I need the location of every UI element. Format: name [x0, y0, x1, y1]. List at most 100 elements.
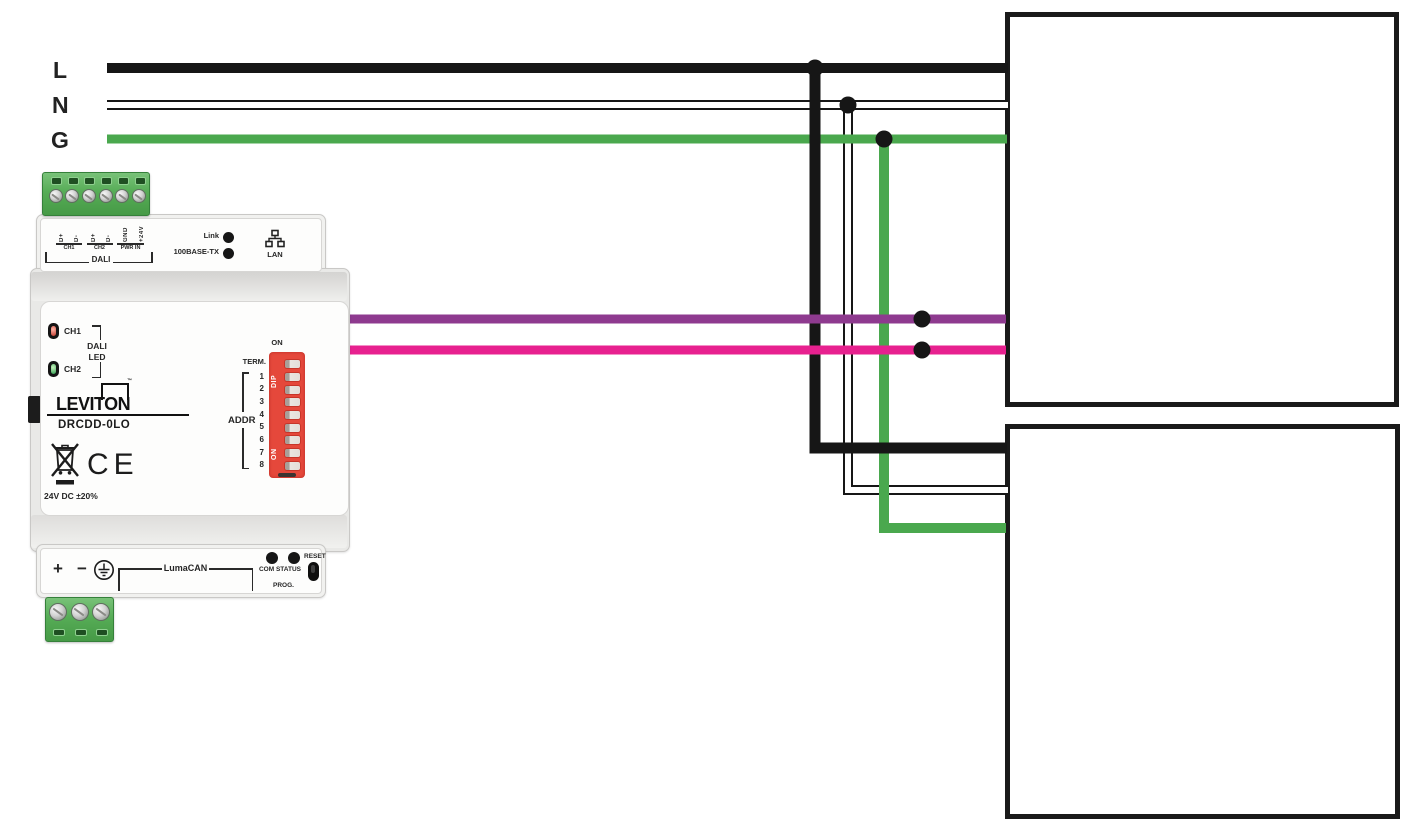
line-branch	[809, 64, 1007, 454]
terminal-screw	[98, 189, 113, 203]
label-ground: G	[51, 127, 69, 153]
addr-bracket	[242, 428, 244, 469]
device-top-groove	[31, 272, 347, 301]
terminal-screw	[132, 189, 146, 203]
addr-bracket-tick-top	[242, 372, 249, 374]
addr-bracket	[242, 372, 244, 412]
lumacan-bus-label: LumaCAN	[163, 563, 208, 573]
logo-trademark: ™	[127, 378, 132, 384]
dip-paddle-term	[285, 360, 300, 368]
dip-number-3: 3	[259, 396, 264, 406]
lumacan-bracket-right	[251, 568, 253, 591]
ch2-led-label: CH2	[64, 364, 82, 374]
terminal-slot	[101, 177, 113, 185]
logo-divider	[47, 414, 189, 416]
led-caption-line2: LED	[88, 352, 106, 362]
reset-prog-switch	[308, 562, 319, 581]
link-led	[223, 231, 234, 243]
dip-addr-label: ADDR	[228, 415, 256, 426]
dip-paddle-8	[285, 461, 300, 470]
dip-paddle-5	[285, 423, 300, 432]
terminal-screw	[49, 603, 67, 621]
bottom-terminal-block	[45, 597, 114, 642]
ch1-led	[48, 323, 59, 339]
led-bracket	[99, 325, 101, 340]
link-led-label: Link	[203, 231, 219, 240]
dip-number-6: 6	[259, 434, 264, 444]
label-line: L	[53, 57, 68, 83]
com-led	[266, 552, 278, 564]
junction-dot-ground	[875, 130, 893, 148]
pin-label: D-	[106, 234, 112, 242]
device-bottom-groove	[31, 515, 347, 548]
led-bracket-tick-top	[92, 325, 101, 327]
lan-port-label: LAN	[267, 250, 283, 259]
neutral-branch	[845, 103, 1008, 493]
device-face: CH1 CH2 DALI LED ™ LEVITON DRCDD-0LO	[40, 301, 349, 516]
pin-label: +24V	[139, 225, 145, 242]
dip-side-label-top: DIP	[271, 374, 278, 388]
dali-bus-label: DALI	[91, 255, 111, 264]
model-number: DRCDD-0LO	[58, 419, 131, 431]
group-label-ch1: CH1	[63, 245, 75, 251]
dali-bracket-line	[113, 261, 153, 263]
speed-led-label: 100BASE-TX	[173, 247, 219, 256]
bottom-label-panel: + − LumaCAN COM STATUS RESET PROG.	[40, 548, 326, 594]
fixture-box-2	[1005, 424, 1400, 819]
terminal-screw	[48, 189, 63, 203]
ground-branch	[879, 139, 1006, 533]
pin-label: D-	[74, 234, 80, 242]
junction-dot-neutral	[839, 96, 857, 114]
logo-box	[101, 383, 129, 400]
plus-terminal-label: +	[53, 559, 63, 578]
terminal-slot	[117, 177, 129, 185]
terminal-screw	[92, 603, 110, 621]
terminal-slot	[96, 629, 108, 636]
group-label-pwr-in: PWR IN	[120, 245, 141, 251]
ch2-led	[48, 361, 59, 377]
group-overline-ch2	[86, 243, 113, 245]
terminal-slot	[134, 177, 146, 185]
terminal-screw	[81, 189, 96, 203]
dip-block-notch	[278, 472, 296, 477]
group-overline-ch1	[56, 243, 82, 245]
dip-term-label: TERM.	[242, 357, 266, 366]
lumacan-bracket-left	[118, 568, 120, 591]
led-bracket	[99, 362, 101, 378]
speed-led	[223, 247, 234, 259]
minus-terminal-label: −	[77, 559, 87, 578]
dip-switch-block: DIP ON	[269, 352, 305, 478]
terminal-screw	[70, 603, 89, 621]
dip-number-4: 4	[259, 409, 264, 419]
dip-on-label: ON	[271, 338, 283, 347]
top-label-panel: D+ D- D+ D- GND +24V CH1 CH2 PWR IN DALI…	[40, 218, 322, 272]
terminal-slot	[51, 177, 62, 185]
dip-paddle-4	[285, 411, 300, 419]
ch1-led-label: CH1	[64, 326, 82, 336]
voltage-rating: 24V DC ±20%	[44, 491, 98, 501]
din-clip-left	[28, 396, 41, 423]
dip-paddle-6	[285, 436, 300, 445]
terminal-slot	[74, 629, 87, 636]
junction-dot-dali-ch1	[913, 310, 931, 328]
dip-number-2: 2	[259, 384, 264, 394]
dip-number-8: 8	[259, 460, 264, 470]
terminal-screw	[65, 189, 80, 203]
dali-bracket-right	[151, 252, 153, 263]
group-label-ch2: CH2	[93, 245, 105, 251]
terminal-screw	[115, 189, 130, 203]
terminal-slot	[67, 177, 79, 185]
pin-label: GND	[123, 227, 129, 242]
dip-side-label-bottom: ON	[271, 448, 278, 461]
lan-port-icon	[265, 229, 285, 254]
earth-icon	[93, 559, 115, 586]
com-status-label: COM STATUS	[258, 565, 301, 573]
terminal-slot	[84, 177, 96, 185]
label-neutral: N	[52, 92, 69, 118]
lumacan-bracket-line	[209, 568, 253, 570]
addr-bracket-tick-bottom	[242, 467, 249, 469]
dali-bracket-left	[45, 252, 47, 263]
ch2-led-glow	[50, 364, 56, 374]
ce-mark: CE	[87, 448, 139, 481]
